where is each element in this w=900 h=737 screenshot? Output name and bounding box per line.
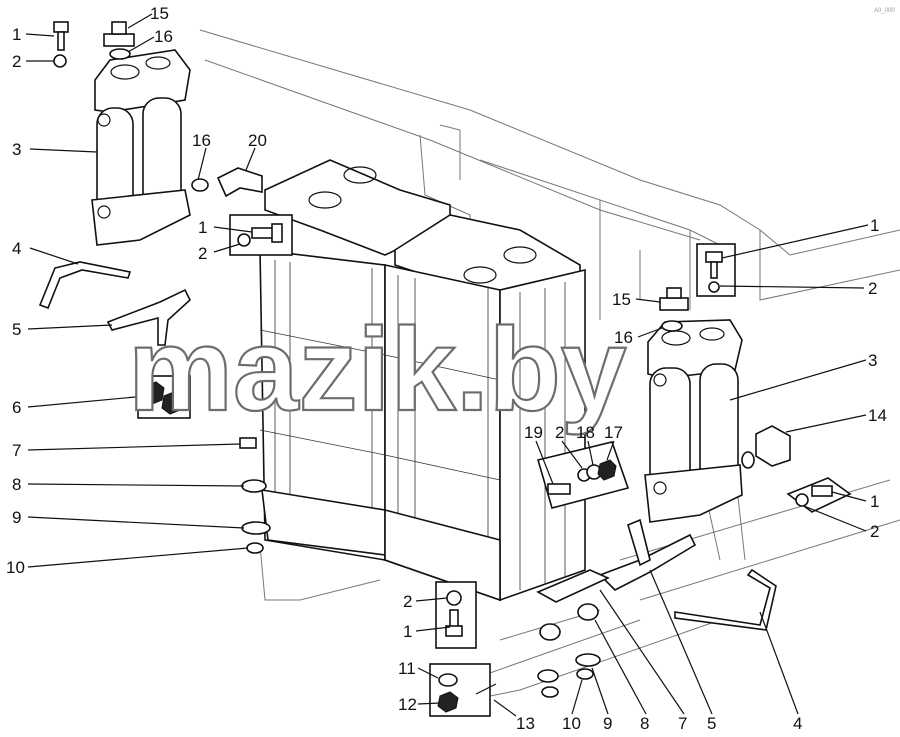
leader-lines (25, 13, 869, 717)
callout-label: 16 (154, 27, 173, 46)
mounting-plate (536, 569, 610, 603)
flange-neck (666, 287, 682, 299)
gasket-ring (661, 320, 683, 332)
callout-label: 2 (198, 244, 207, 263)
bracket (598, 533, 697, 591)
bolt-washer-group (435, 581, 477, 649)
callout-label: 10 (562, 714, 581, 733)
callout-label: 11 (398, 659, 416, 678)
bracket (106, 288, 191, 346)
callout-label: 15 (150, 4, 169, 23)
mounting-strap (38, 261, 132, 310)
callout-label: 5 (12, 320, 21, 339)
callout-label: 17 (604, 423, 623, 442)
callout-label: 2 (12, 52, 21, 71)
rubber-cushion (539, 623, 561, 641)
callout-label: 4 (793, 714, 802, 733)
cushion-washer (241, 521, 271, 535)
callout-label: 2 (403, 592, 412, 611)
rubber-cushion (241, 479, 267, 493)
callout-label: 1 (403, 622, 412, 641)
callout-label: 2 (868, 279, 877, 298)
callout-label: 16 (614, 328, 633, 347)
callout-label: 7 (12, 441, 21, 460)
washer (53, 54, 67, 68)
watermark-text: mazik.by (128, 304, 626, 436)
callout-label: 2 (870, 522, 879, 541)
flange (103, 21, 135, 47)
callout-label: 16 (192, 131, 211, 150)
o-ring (741, 451, 755, 469)
support-plate (239, 437, 257, 449)
callout-label: 8 (12, 475, 21, 494)
callout-label: 1 (870, 492, 879, 511)
oil-cooler-right (644, 319, 743, 523)
callout-label: 9 (12, 508, 21, 527)
callout-label: 5 (707, 714, 716, 733)
nut-pair (137, 375, 191, 419)
callout-label: 13 (516, 714, 535, 733)
callout-label: 1 (870, 216, 879, 235)
small-washer (246, 542, 264, 554)
oil-cooler-left (91, 49, 191, 246)
small-washer (576, 668, 594, 680)
callout-label: 18 (576, 423, 595, 442)
callout-label: 9 (603, 714, 612, 733)
elbow-hose (216, 167, 263, 198)
callout-label: 1 (12, 25, 21, 44)
flange (659, 297, 689, 311)
callout-labels: 1 2 15 16 3 16 20 1 2 4 5 6 7 8 9 10 1 2… (6, 4, 887, 733)
o-ring (191, 178, 209, 192)
callout-label: 3 (12, 140, 21, 159)
bolt (53, 21, 69, 51)
bracket-arm (627, 518, 651, 567)
callout-label: 3 (868, 351, 877, 370)
corner-mark: A0_000 (874, 8, 895, 14)
elbow-fitting (755, 425, 791, 467)
rubber-cushion (577, 603, 599, 621)
callout-label: 15 (612, 290, 631, 309)
callout-label: 14 (868, 406, 887, 425)
callout-label: 12 (398, 695, 417, 714)
callout-label: 19 (524, 423, 543, 442)
bolt-washer-group (696, 243, 736, 297)
bolt-washer-group (229, 214, 293, 256)
cushion-washer (575, 653, 601, 667)
cushion-washer (537, 669, 559, 683)
small-washer (541, 686, 559, 698)
callout-label: 2 (555, 423, 564, 442)
gasket-ring (109, 48, 131, 60)
callout-label: 10 (6, 558, 25, 577)
bolt-washer-group (536, 441, 630, 509)
callout-label: 7 (678, 714, 687, 733)
mounting-strap (674, 568, 777, 631)
callout-label: 20 (248, 131, 267, 150)
callout-label: 6 (12, 398, 21, 417)
callout-label: 1 (198, 218, 207, 237)
radiator-core (259, 159, 586, 602)
nut-washer-pin-group (429, 663, 497, 717)
bolt-washer-group (786, 477, 852, 513)
callout-label: 8 (640, 714, 649, 733)
callout-label: 4 (12, 239, 21, 258)
